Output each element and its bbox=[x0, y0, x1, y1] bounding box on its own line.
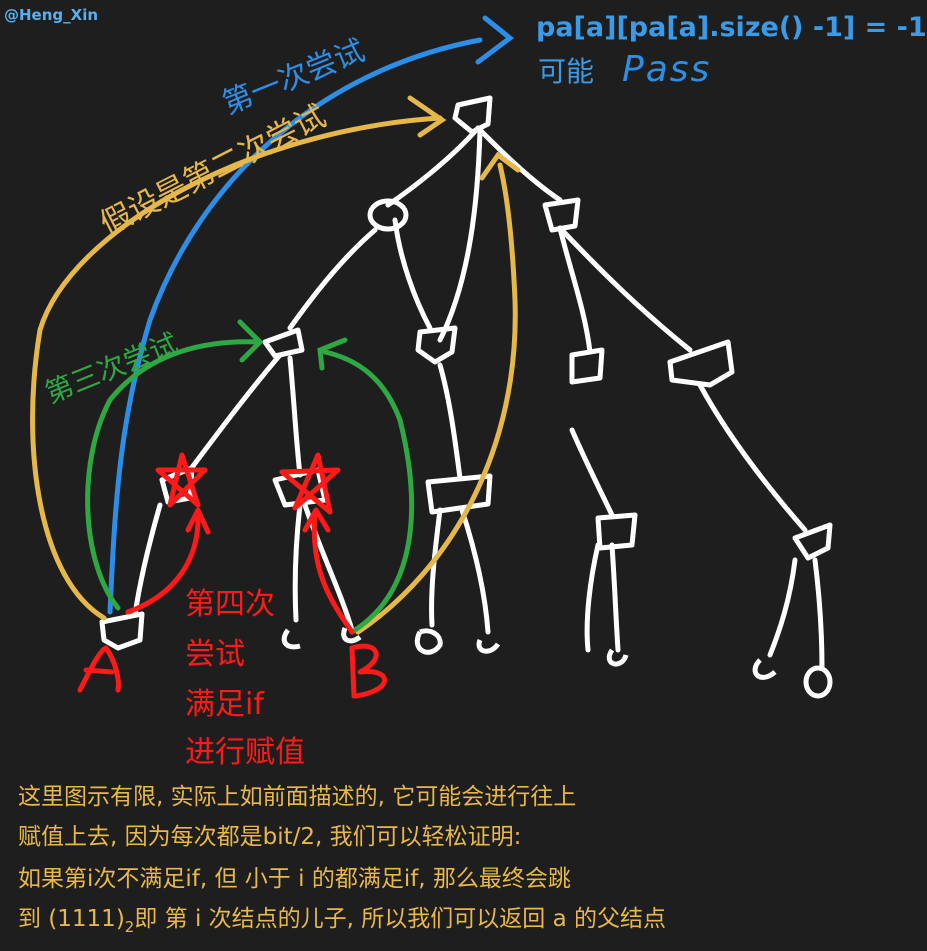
leaf-4 bbox=[476, 639, 501, 654]
fourth-line-2: 尝试 bbox=[185, 637, 245, 672]
watermark: @Heng_Xin bbox=[4, 6, 99, 24]
leaf-b bbox=[341, 627, 362, 644]
node-l3-d bbox=[595, 512, 638, 551]
blue-arrow bbox=[107, 15, 515, 615]
letter-b bbox=[349, 643, 388, 699]
letter-a bbox=[77, 645, 121, 693]
caption-subscript: 2 bbox=[124, 918, 135, 936]
caption-line-4: 到 (1111)2即 第 i 次结点的儿子, 所以我们可以返回 a 的父结点 bbox=[18, 908, 666, 935]
node-l1-right bbox=[542, 197, 581, 233]
caption-line-4a: 到 (1111) bbox=[18, 906, 125, 932]
caption-line-4b: 即 第 i 次结点的儿子, 所以我们可以返回 a 的父结点 bbox=[134, 906, 667, 932]
caption-line-2: 赋值上去, 因为每次都是bit/2, 我们可以轻松证明: bbox=[18, 824, 522, 850]
red-marks bbox=[77, 452, 388, 699]
node-l3-c bbox=[425, 473, 493, 515]
yellow-arrow bbox=[30, 95, 521, 635]
star-left bbox=[155, 452, 208, 508]
maybe-label: 可能 bbox=[538, 55, 595, 88]
tree-edges bbox=[132, 125, 825, 671]
leaf-7 bbox=[803, 665, 833, 699]
star-right bbox=[279, 452, 341, 515]
formula: pa[a][pa[a].size() -1] = -1 bbox=[536, 12, 927, 43]
leaf-6 bbox=[752, 658, 777, 680]
node-l1-left bbox=[367, 198, 409, 232]
fourth-line-1: 第四次 bbox=[185, 587, 275, 622]
pass-word: Pass bbox=[622, 49, 712, 90]
leaf-1 bbox=[281, 628, 301, 650]
caption-line-3: 如果第i次不满足if, 但 小于 i 的都满足if, 那么最终会跳 bbox=[18, 866, 571, 892]
node-l2-b bbox=[415, 325, 458, 365]
node-l2-d bbox=[667, 339, 735, 388]
fourth-line-3: 满足if bbox=[185, 687, 264, 722]
leaf-3 bbox=[415, 628, 443, 655]
green-arrows bbox=[85, 319, 415, 635]
node-a bbox=[99, 611, 145, 651]
fourth-line-4: 进行赋值 bbox=[185, 735, 305, 770]
node-l2-c bbox=[569, 347, 605, 385]
caption-line-1: 这里图示有限, 实际上如前面描述的, 它可能会进行往上 bbox=[18, 784, 577, 810]
root-node bbox=[452, 95, 493, 135]
node-l3-e bbox=[792, 522, 833, 561]
node-l2-a bbox=[262, 327, 305, 359]
leaf-5 bbox=[606, 648, 629, 667]
